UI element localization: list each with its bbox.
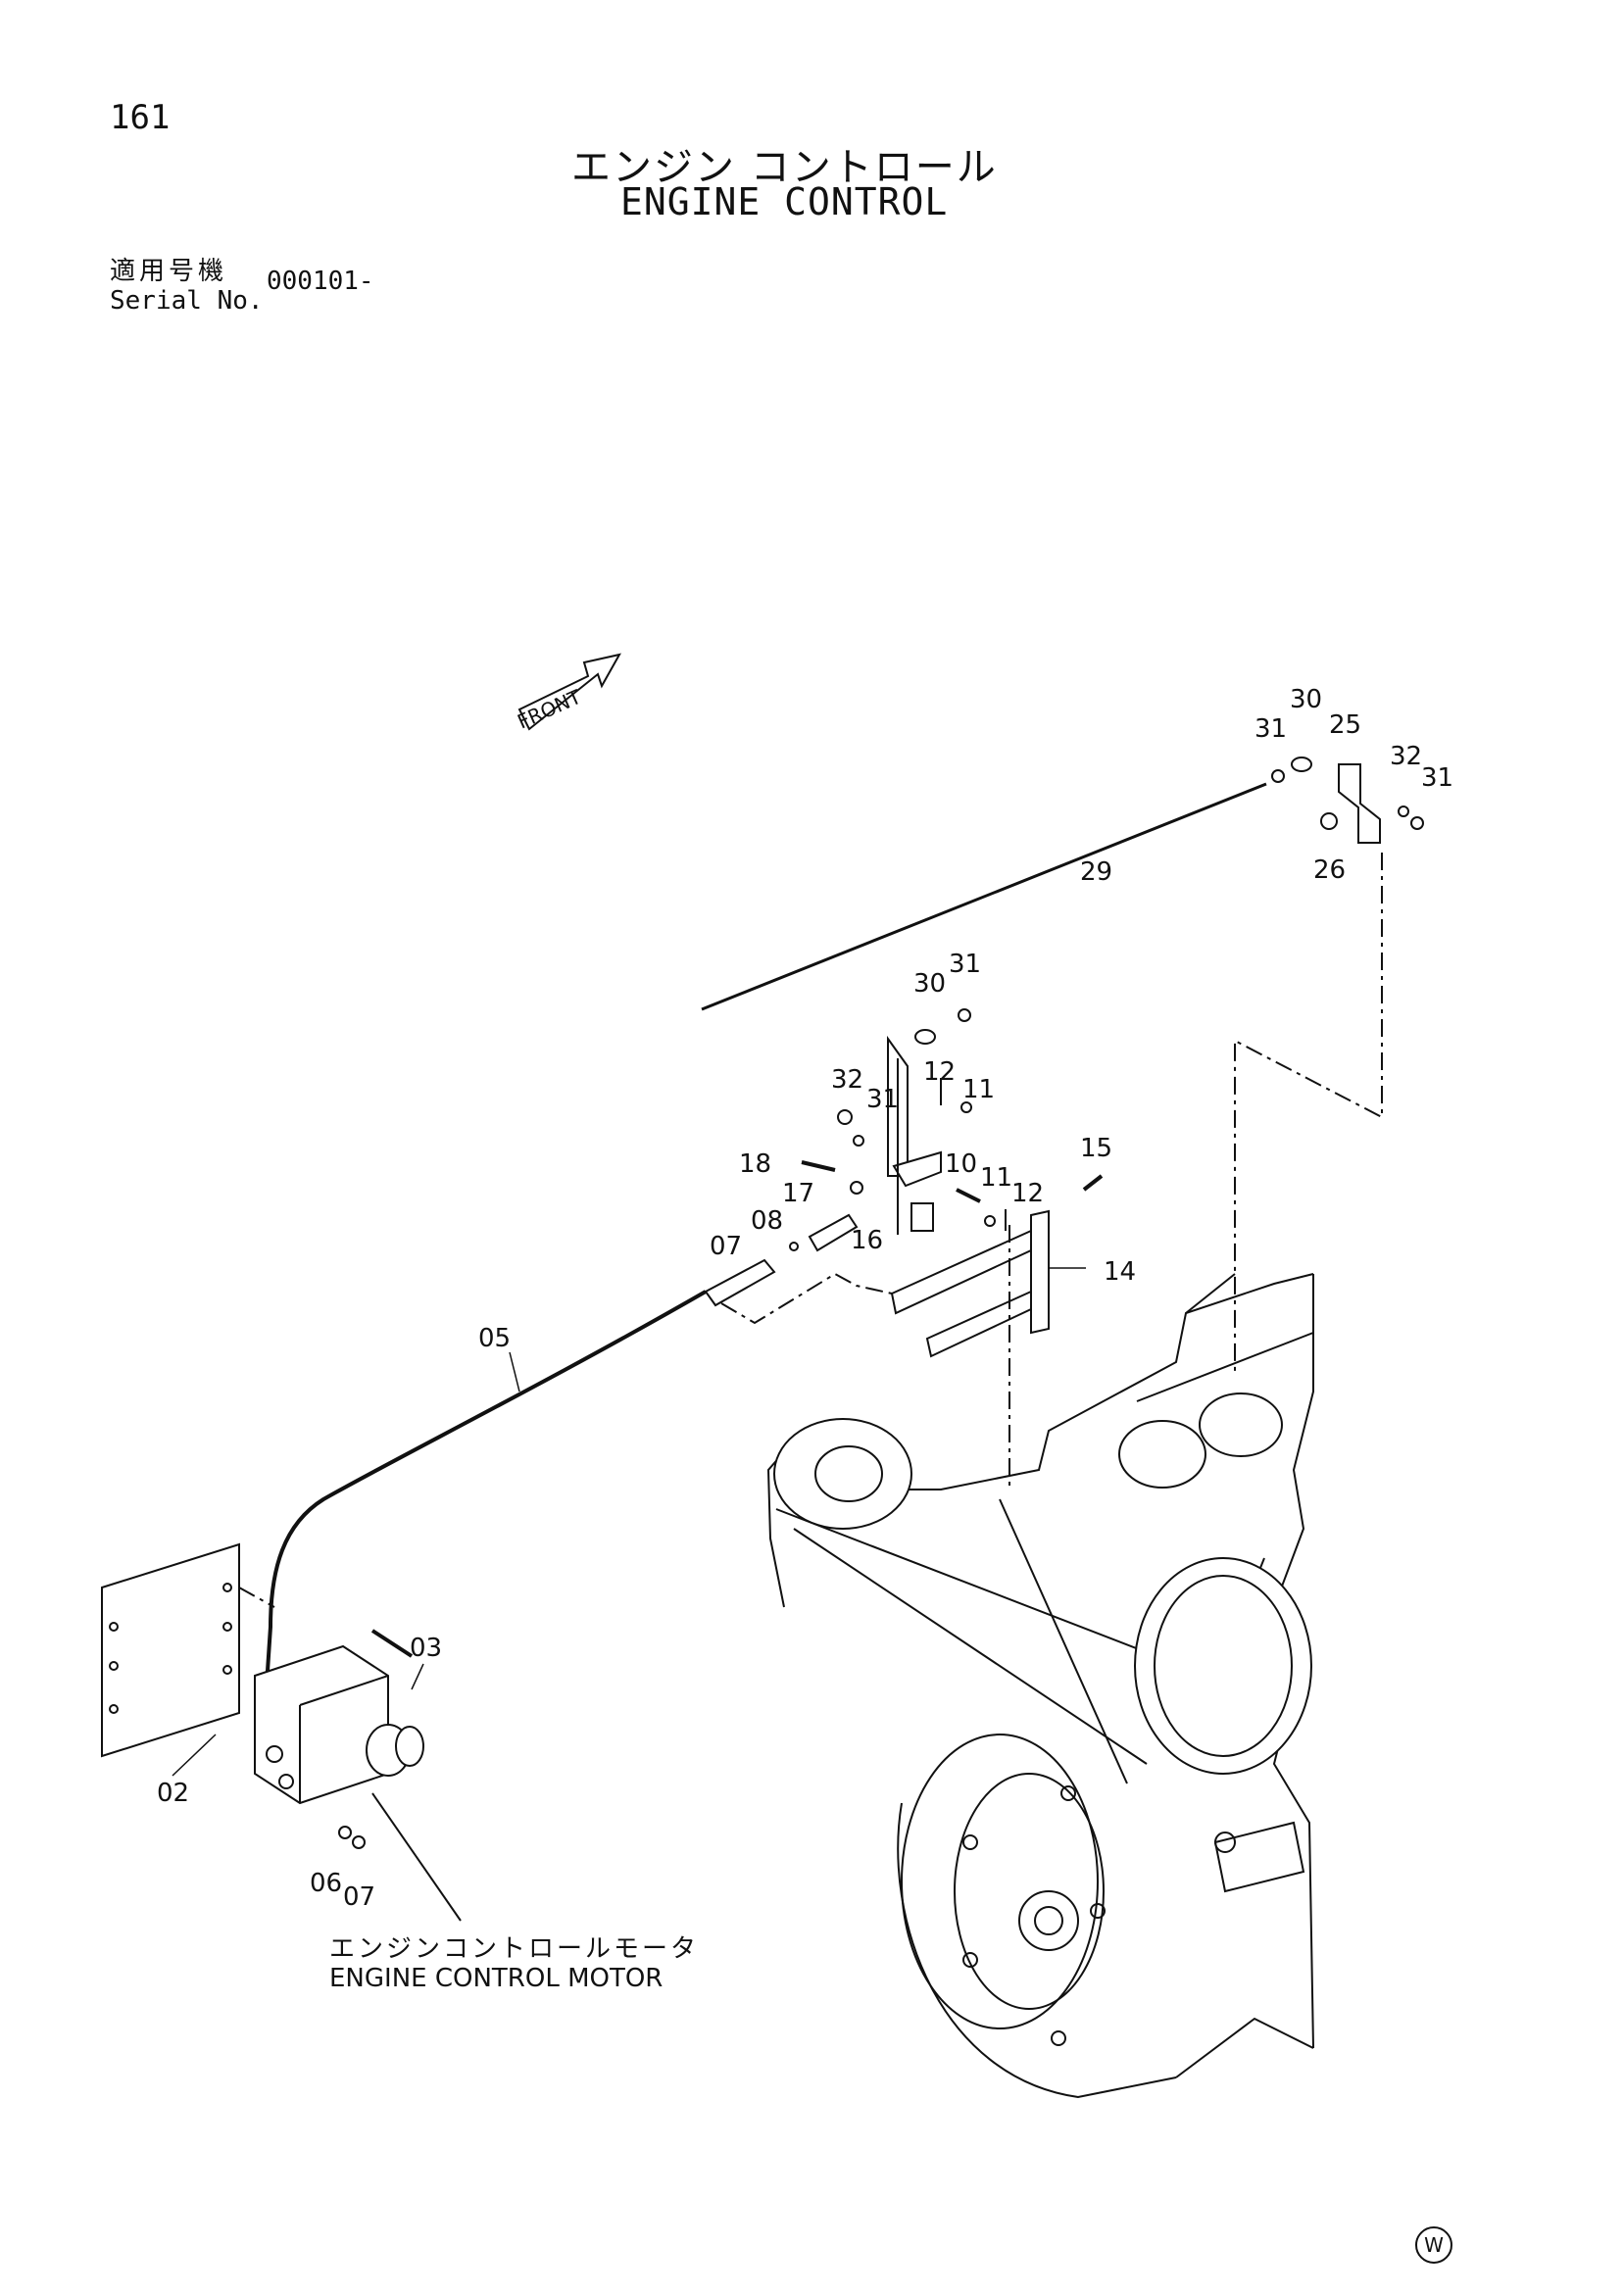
callout: 11	[980, 1163, 1012, 1193]
leader-line	[1234, 853, 1383, 1372]
bolt	[370, 1629, 414, 1658]
washer	[984, 1215, 996, 1227]
washer	[853, 1135, 864, 1147]
cable-threaded-end	[704, 1258, 776, 1307]
control-rod	[701, 782, 1267, 1011]
engine-silhouette	[766, 1273, 1314, 2099]
rod-bracket	[1338, 763, 1381, 844]
w-mark: W	[1415, 2226, 1452, 2264]
nut	[1410, 816, 1424, 830]
bolt	[801, 1160, 836, 1172]
washer	[960, 1101, 972, 1113]
callout: 08	[751, 1206, 783, 1236]
callout: 16	[851, 1226, 883, 1255]
motor-label-japanese: エンジンコントロールモータ	[329, 1934, 700, 1964]
callout: 31	[866, 1085, 899, 1114]
bolt	[1082, 1174, 1104, 1192]
washer	[338, 1826, 352, 1839]
callout: 31	[949, 950, 981, 979]
serial-label: Serial No.	[110, 286, 264, 316]
washer	[1398, 806, 1409, 817]
callout: 11	[962, 1075, 995, 1104]
callout: 29	[1080, 857, 1112, 887]
callout: 02	[157, 1779, 189, 1808]
engine-control-motor	[254, 1644, 424, 1805]
callout: 12	[923, 1057, 956, 1087]
part-callouts: 30 31 25 32 31 26 29 30 31 32 31 12 11 1…	[157, 685, 1453, 1912]
callout: 30	[1290, 685, 1322, 714]
callout: 31	[1254, 714, 1287, 744]
callout: 25	[1329, 710, 1361, 740]
callout: 10	[945, 1149, 977, 1179]
nut	[352, 1835, 366, 1849]
serial-number-range: 000101-	[267, 267, 374, 296]
callout: 14	[1104, 1257, 1136, 1287]
callout: 31	[1421, 763, 1453, 793]
rod-end-joint	[1291, 757, 1312, 772]
bolt	[1320, 812, 1338, 830]
cable-bracket	[1030, 1209, 1050, 1335]
callout: 30	[913, 969, 946, 999]
nut	[837, 1109, 853, 1125]
callout: 06	[310, 1869, 342, 1898]
mounting-plate	[101, 1542, 240, 1758]
nut	[789, 1242, 799, 1251]
callout: 32	[1390, 742, 1422, 771]
lever-boss	[910, 1202, 934, 1232]
front-arrow	[517, 653, 621, 731]
serial-label-japanese: 適用号機	[110, 257, 228, 286]
callout: 12	[1011, 1179, 1044, 1208]
front-arrow-label: FRONT	[514, 685, 585, 734]
callout: 32	[831, 1065, 863, 1095]
rod-end-joint	[914, 1029, 936, 1045]
callout: 03	[410, 1634, 442, 1663]
callout: 18	[739, 1149, 771, 1179]
pin	[956, 1188, 981, 1203]
lock-nut	[958, 1008, 971, 1022]
page-number: 161	[110, 98, 171, 137]
page-title: ENGINE CONTROL	[620, 180, 949, 223]
callout: 15	[1080, 1134, 1112, 1163]
callout: 17	[782, 1179, 814, 1208]
callout: 26	[1313, 855, 1346, 885]
callout: 05	[478, 1324, 511, 1353]
motor-label: ENGINE CONTROL MOTOR	[329, 1964, 664, 1993]
turnbuckle	[808, 1213, 859, 1252]
page-title-japanese: エンジン コントロール	[571, 145, 998, 190]
motor-leader-line	[371, 1792, 462, 1922]
callout: 07	[710, 1232, 742, 1261]
lock-nut	[1271, 769, 1285, 783]
control-cable	[265, 1290, 707, 1686]
spacer	[850, 1181, 863, 1195]
callout: 07	[343, 1882, 375, 1912]
